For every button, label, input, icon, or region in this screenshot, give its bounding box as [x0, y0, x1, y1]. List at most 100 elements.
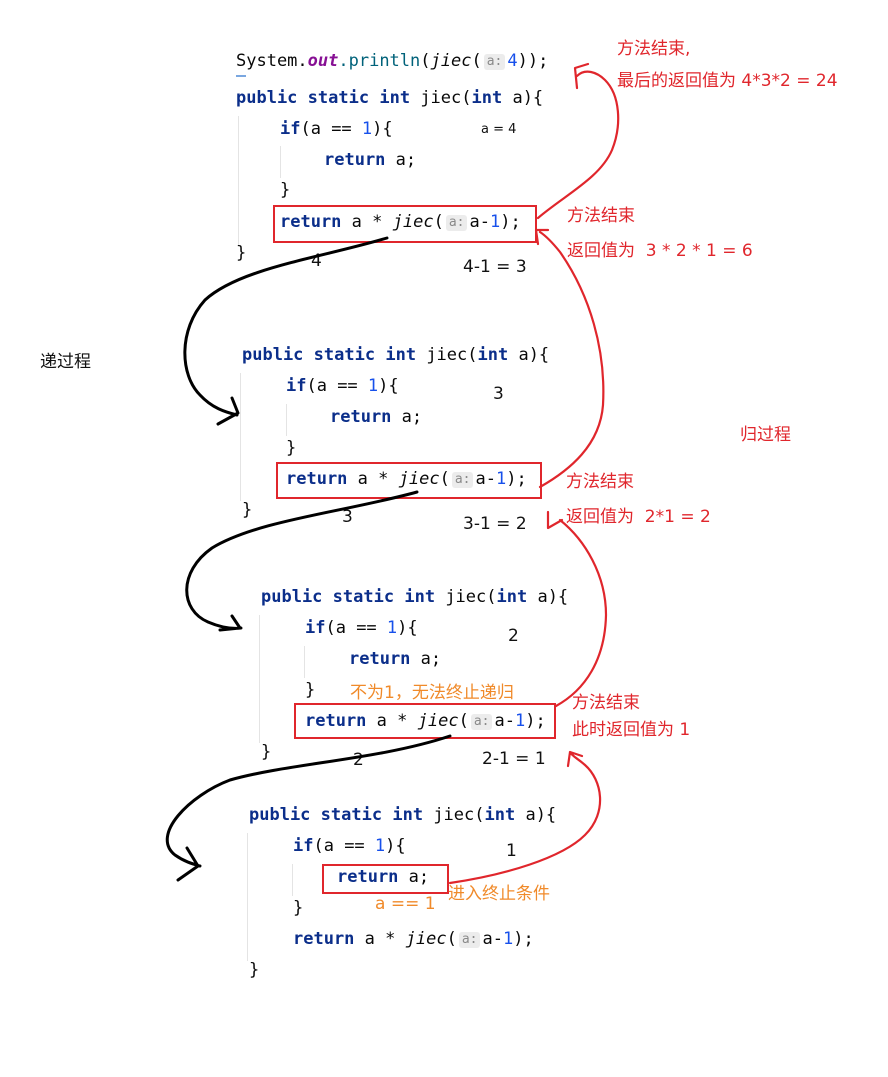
param-hint: a: [470, 714, 493, 730]
kw-if: if [280, 119, 301, 139]
rec-arg: a- [475, 469, 496, 489]
kw-return: return [349, 649, 411, 669]
if-line: if(a == 1){ [286, 376, 399, 396]
param-type: int [496, 587, 528, 607]
param-hint: a: [483, 54, 506, 70]
if-cond: (a == [313, 836, 375, 856]
calc-3: 3-1 = 2 [463, 514, 527, 534]
close-brace: } [280, 180, 291, 200]
num-one: 1 [514, 711, 526, 731]
close-brace: } [286, 438, 297, 458]
if-tail: ){ [378, 376, 399, 396]
kw-public: public [249, 805, 311, 825]
if-cond: (a == [306, 376, 368, 396]
indent-guide [286, 404, 287, 436]
enter-terminate-note: 进入终止条件 [448, 884, 550, 904]
param-type: int [484, 805, 516, 825]
kw-return: return [305, 711, 367, 731]
if-tail: ){ [372, 119, 393, 139]
rec-paren: ( [439, 469, 450, 489]
kw-if: if [286, 376, 307, 396]
return-arrow-4 [448, 750, 602, 885]
recursive-return-line: return a * jiec(a:a-1); [305, 711, 546, 731]
kw-if: if [293, 836, 314, 856]
highlight-box-terminate [322, 864, 449, 894]
end-note-2-line2: 返回值为 3 * 2 * 1 = 6 [567, 241, 753, 261]
method-signature: public static int jiec(int a){ [261, 587, 568, 607]
param-tail: a){ [527, 587, 569, 607]
highlight-box [276, 462, 542, 499]
kw-return: return [337, 867, 399, 887]
return-arrow-1 [536, 62, 620, 220]
indent-guide [238, 116, 239, 246]
indent-guide [259, 615, 260, 743]
calc-2: 2-1 = 1 [482, 749, 546, 769]
end-note-3-line2: 返回值为 2*1 = 2 [566, 507, 711, 527]
kw-return: return [280, 212, 342, 232]
a-eq-4-label: a = 4 [481, 122, 517, 137]
close-brace: } [236, 243, 247, 263]
value-2: 2 [508, 626, 519, 646]
rec-paren: ( [446, 929, 457, 949]
close-paren: )); [517, 51, 549, 71]
kw-public: public [236, 88, 298, 108]
kw-public: public [242, 345, 304, 365]
param-tail: a){ [502, 88, 544, 108]
recursion-arrow-2 [185, 490, 419, 632]
param-tail: a){ [508, 345, 550, 365]
param-hint: a: [458, 932, 481, 948]
num-one: 1 [489, 212, 501, 232]
method-signature: public static int jiec(int a){ [236, 88, 543, 108]
num-one: 1 [367, 376, 379, 396]
return-a: a; [398, 867, 430, 887]
rec-method: jiec [392, 212, 434, 232]
num-one: 1 [361, 119, 373, 139]
if-cond: (a == [300, 119, 362, 139]
rec-arg: a- [494, 711, 515, 731]
kw-return: return [330, 407, 392, 427]
param-type: int [471, 88, 503, 108]
return-process-label: 归过程 [740, 425, 791, 445]
if-line: if(a == 1){ [280, 119, 393, 139]
paren: ( [471, 51, 482, 71]
rec-mid: a * [354, 929, 406, 949]
calc-4: 4-1 = 3 [463, 257, 527, 277]
num-one: 1 [495, 469, 507, 489]
end-note-1-line2: 最后的返回值为 4*3*2 = 24 [617, 71, 838, 91]
kw-return: return [286, 469, 348, 489]
open-paren: ( [420, 51, 431, 71]
recursion-arrow-1 [183, 236, 389, 426]
kw-return: return [293, 929, 355, 949]
indent-guide [280, 146, 281, 178]
rec-arg: a- [469, 212, 490, 232]
not-one-note: 不为1，无法终止递归 [350, 683, 514, 703]
kw-int: int [385, 345, 417, 365]
close-brace: } [249, 960, 260, 980]
end-note-2-line1: 方法结束 [567, 206, 635, 226]
if-cond: (a == [325, 618, 387, 638]
recursion-process-label: 递过程 [40, 352, 91, 372]
indent-guide [292, 864, 293, 896]
caret-underline [236, 75, 246, 77]
return-a: a; [410, 649, 442, 669]
rec-tail: ); [525, 711, 546, 731]
kw-int: int [379, 88, 411, 108]
call-arg: 4 [507, 51, 518, 71]
num-one: 1 [374, 836, 386, 856]
close-brace: } [242, 500, 253, 520]
rec-mid: a * [341, 212, 393, 232]
kw-int: int [404, 587, 436, 607]
jiec-call: jiec [430, 51, 472, 71]
kw-int: int [392, 805, 424, 825]
if-line: if(a == 1){ [293, 836, 406, 856]
rec-mid: a * [347, 469, 399, 489]
param-hint: a: [445, 215, 468, 231]
method-name: jiec( [420, 88, 472, 108]
return-a: a; [391, 407, 423, 427]
rec-tail: ); [513, 929, 534, 949]
rec-arg: a- [482, 929, 503, 949]
rec-method: jiec [405, 929, 447, 949]
out-text: out [307, 51, 339, 71]
close-brace: } [293, 898, 304, 918]
